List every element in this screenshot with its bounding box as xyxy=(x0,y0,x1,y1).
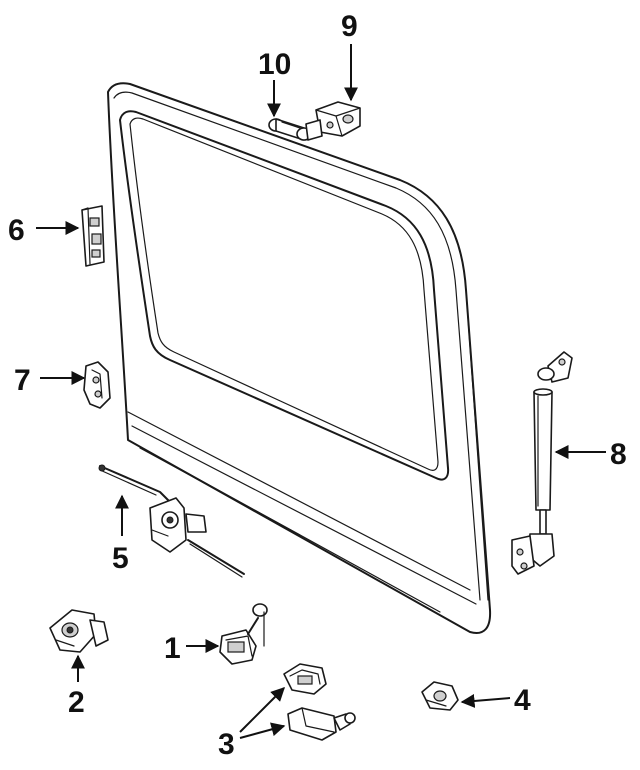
part-10-hinge-pin xyxy=(268,118,312,141)
arrow-3a xyxy=(239,687,285,733)
callout-1: 1 xyxy=(164,632,181,665)
part-3-handle-lower xyxy=(287,707,356,741)
callout-9: 9 xyxy=(341,10,358,43)
part-2-hinge xyxy=(49,609,109,653)
callout-8: 8 xyxy=(610,438,627,471)
part-5-latch-rod xyxy=(98,464,245,578)
callout-labels: 10 9 6 7 5 8 1 2 3 4 xyxy=(8,10,627,761)
callout-5: 5 xyxy=(112,542,129,575)
arrow-4 xyxy=(460,693,511,708)
callout-6: 6 xyxy=(8,214,25,247)
part-7-hinge-bracket xyxy=(83,361,111,409)
part-4-bumper xyxy=(421,681,459,711)
callout-2: 2 xyxy=(68,686,85,719)
liftgate-panel xyxy=(107,82,492,634)
part-9-hinge xyxy=(305,101,361,141)
part-1-lock-cylinder xyxy=(219,603,268,665)
part-3-handle-upper xyxy=(283,663,327,695)
arrow-3b xyxy=(239,722,286,739)
callout-arrows xyxy=(36,44,606,739)
callout-10: 10 xyxy=(258,48,291,81)
part-6-bracket xyxy=(81,205,105,267)
part-8-gas-strut xyxy=(511,351,573,575)
callout-7: 7 xyxy=(14,364,31,397)
callout-4: 4 xyxy=(514,684,531,717)
callout-3: 3 xyxy=(218,728,235,761)
